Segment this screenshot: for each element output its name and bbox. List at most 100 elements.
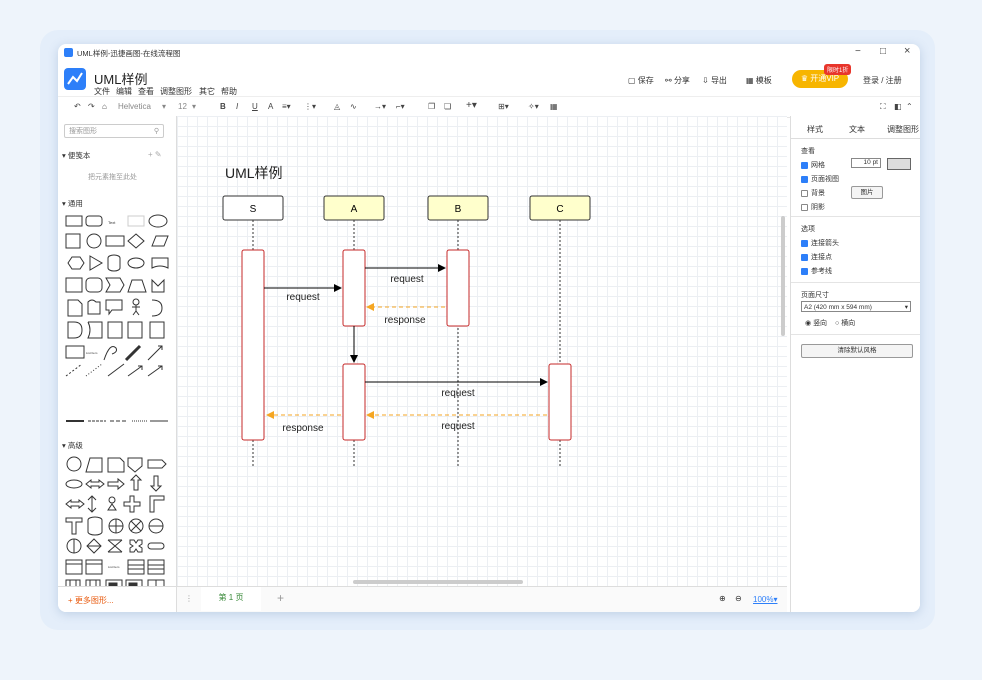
zoom-in-icon[interactable]: ⊕ <box>719 594 726 603</box>
portrait-radio[interactable]: ◉ 竖向 <box>805 320 828 327</box>
menu-file[interactable]: 文件 <box>94 87 110 96</box>
message-label-2: request <box>390 274 424 285</box>
underline-button[interactable]: U <box>252 102 258 111</box>
add-page-button[interactable]: + <box>277 591 285 605</box>
grid-checkbox[interactable]: 网格 <box>801 160 825 170</box>
shape-cylinder <box>107 254 121 272</box>
grid-color-button[interactable] <box>887 158 911 170</box>
grid-size-input[interactable]: 10 pt <box>851 158 881 168</box>
line-color-icon[interactable]: ∿ <box>350 102 357 111</box>
font-color-icon[interactable]: A <box>268 102 274 111</box>
minimize-button[interactable]: − <box>855 46 861 57</box>
shadow-checkbox[interactable]: 阴影 <box>801 202 825 212</box>
section-general[interactable]: ▾ 通用 <box>62 199 83 208</box>
to-front-icon[interactable]: ❐ <box>428 102 436 111</box>
document-title[interactable]: UML样例 <box>94 72 148 87</box>
notes-add-icon[interactable]: + ✎ <box>148 150 162 159</box>
check-icon <box>801 161 808 169</box>
connect-arrows-checkbox[interactable]: 连接箭头 <box>801 238 839 248</box>
table-icon[interactable]: ⊞▾ <box>498 102 509 111</box>
search-input[interactable]: 搜索图形 ⚲ <box>64 124 164 138</box>
guides-checkbox[interactable]: 参考线 <box>801 266 832 276</box>
notes-drop-hint: 把元素拖至此处 <box>88 174 137 181</box>
general-shapes-grid[interactable]: Text List Item <box>64 212 170 384</box>
page-menu-icon[interactable]: ⋮ <box>185 594 193 603</box>
background-checkbox[interactable]: 背景 <box>801 188 825 198</box>
shape-trapezoid <box>127 279 147 293</box>
shape-document <box>151 257 169 269</box>
zoom-level[interactable]: 100%▾ <box>753 595 778 604</box>
shape-container-2 <box>149 321 165 339</box>
tab-arrange[interactable]: 调整图形 <box>887 125 919 134</box>
shape-list-item: List Item <box>86 351 98 355</box>
message-label-5: request <box>441 421 475 432</box>
section-advanced[interactable]: ▾ 高级 <box>62 441 83 450</box>
page-size-select[interactable]: A2 (420 mm x 594 mm) ▾ <box>801 301 911 312</box>
undo-icon[interactable]: ↶ <box>74 102 81 111</box>
shape-ellipse <box>148 214 168 228</box>
zoom-out-icon[interactable]: ⊖ <box>735 594 742 603</box>
more-shapes-link[interactable]: + 更多图形... <box>68 596 114 605</box>
activation-a-2[interactable] <box>342 363 366 441</box>
fullscreen-icon[interactable]: ⛶ <box>880 102 886 111</box>
menu-edit[interactable]: 编辑 <box>116 87 132 96</box>
chevron-down-icon: ▾ <box>162 102 167 111</box>
to-back-icon[interactable]: ❏ <box>444 102 452 111</box>
export-button[interactable]: ⇩ 导出 <box>702 76 727 85</box>
italic-button[interactable]: I <box>236 102 239 111</box>
horizontal-scrollbar[interactable] <box>353 580 523 584</box>
shape-cloud <box>127 257 145 269</box>
connector-icon[interactable]: →▾ <box>374 102 387 111</box>
check-icon <box>801 239 808 247</box>
template-button[interactable]: ▦ 模板 <box>746 76 772 85</box>
close-button[interactable]: × <box>904 45 911 57</box>
page-view-checkbox[interactable]: 页面视图 <box>801 174 839 184</box>
activation-s[interactable] <box>241 249 265 441</box>
font-select[interactable]: Helvetica <box>118 102 151 111</box>
tab-style[interactable]: 样式 <box>807 125 823 134</box>
vertical-scrollbar[interactable] <box>781 216 785 336</box>
vertical-align-icon[interactable]: ⋮▾ <box>304 102 317 111</box>
align-icon[interactable]: ≡▾ <box>282 102 291 111</box>
message-label-6: response <box>282 423 324 434</box>
fill-color-icon[interactable]: ◬ <box>334 102 341 111</box>
redo-icon[interactable]: ↷ <box>88 102 95 111</box>
menu-arrange[interactable]: 调整图形 <box>160 87 192 96</box>
login-button[interactable]: 登录 / 注册 <box>863 76 902 85</box>
reset-style-button[interactable]: 清除默认风格 <box>801 344 913 358</box>
activation-b[interactable] <box>446 249 470 327</box>
bold-button[interactable]: B <box>220 102 226 111</box>
image-button[interactable]: 图片 <box>851 186 883 199</box>
share-button[interactable]: ⚯ 分享 <box>665 76 690 85</box>
tab-text[interactable]: 文本 <box>849 125 865 134</box>
font-size-select[interactable]: 12 <box>178 102 187 111</box>
general-lines-row[interactable] <box>64 416 170 426</box>
save-button[interactable]: ▢ 保存 <box>628 76 654 85</box>
menu-help[interactable]: 帮助 <box>221 87 237 96</box>
insert-icon[interactable]: +▾ <box>466 100 477 111</box>
waypoint-icon[interactable]: ⌐▾ <box>396 102 405 111</box>
shape-curve <box>103 346 117 361</box>
panel-toggle-icon[interactable]: ◧ <box>894 102 902 111</box>
collapse-icon[interactable]: ⌃ <box>906 102 913 111</box>
activation-a-1[interactable] <box>342 249 366 327</box>
landscape-radio[interactable]: ○ 横向 <box>835 320 856 327</box>
maximize-button[interactable]: □ <box>880 46 887 57</box>
connect-points-checkbox[interactable]: 连接点 <box>801 252 832 262</box>
menu-extras[interactable]: 其它 <box>199 87 215 96</box>
advanced-shapes-grid[interactable]: List Item <box>64 454 170 612</box>
activation-c[interactable] <box>548 363 572 441</box>
layout-grid-icon[interactable]: ▦ <box>550 102 558 111</box>
shape-cube <box>85 277 103 293</box>
magic-icon[interactable]: ✧▾ <box>528 102 539 111</box>
page-tab-1[interactable]: 第 1 页 <box>201 587 261 611</box>
shape-rectangle <box>65 215 83 227</box>
menu-view[interactable]: 查看 <box>138 87 154 96</box>
message-label-3: response <box>384 315 426 326</box>
sequence-diagram: UML样例 S A B C <box>222 165 785 584</box>
checkbox-empty-icon <box>801 189 808 197</box>
diagram-canvas[interactable]: UML样例 S A B C <box>177 116 787 586</box>
format-paint-icon[interactable]: ⌂ <box>102 102 107 111</box>
shape-rounded-rectangle <box>85 215 103 227</box>
section-notes[interactable]: ▾ 便笺本 <box>62 151 91 160</box>
